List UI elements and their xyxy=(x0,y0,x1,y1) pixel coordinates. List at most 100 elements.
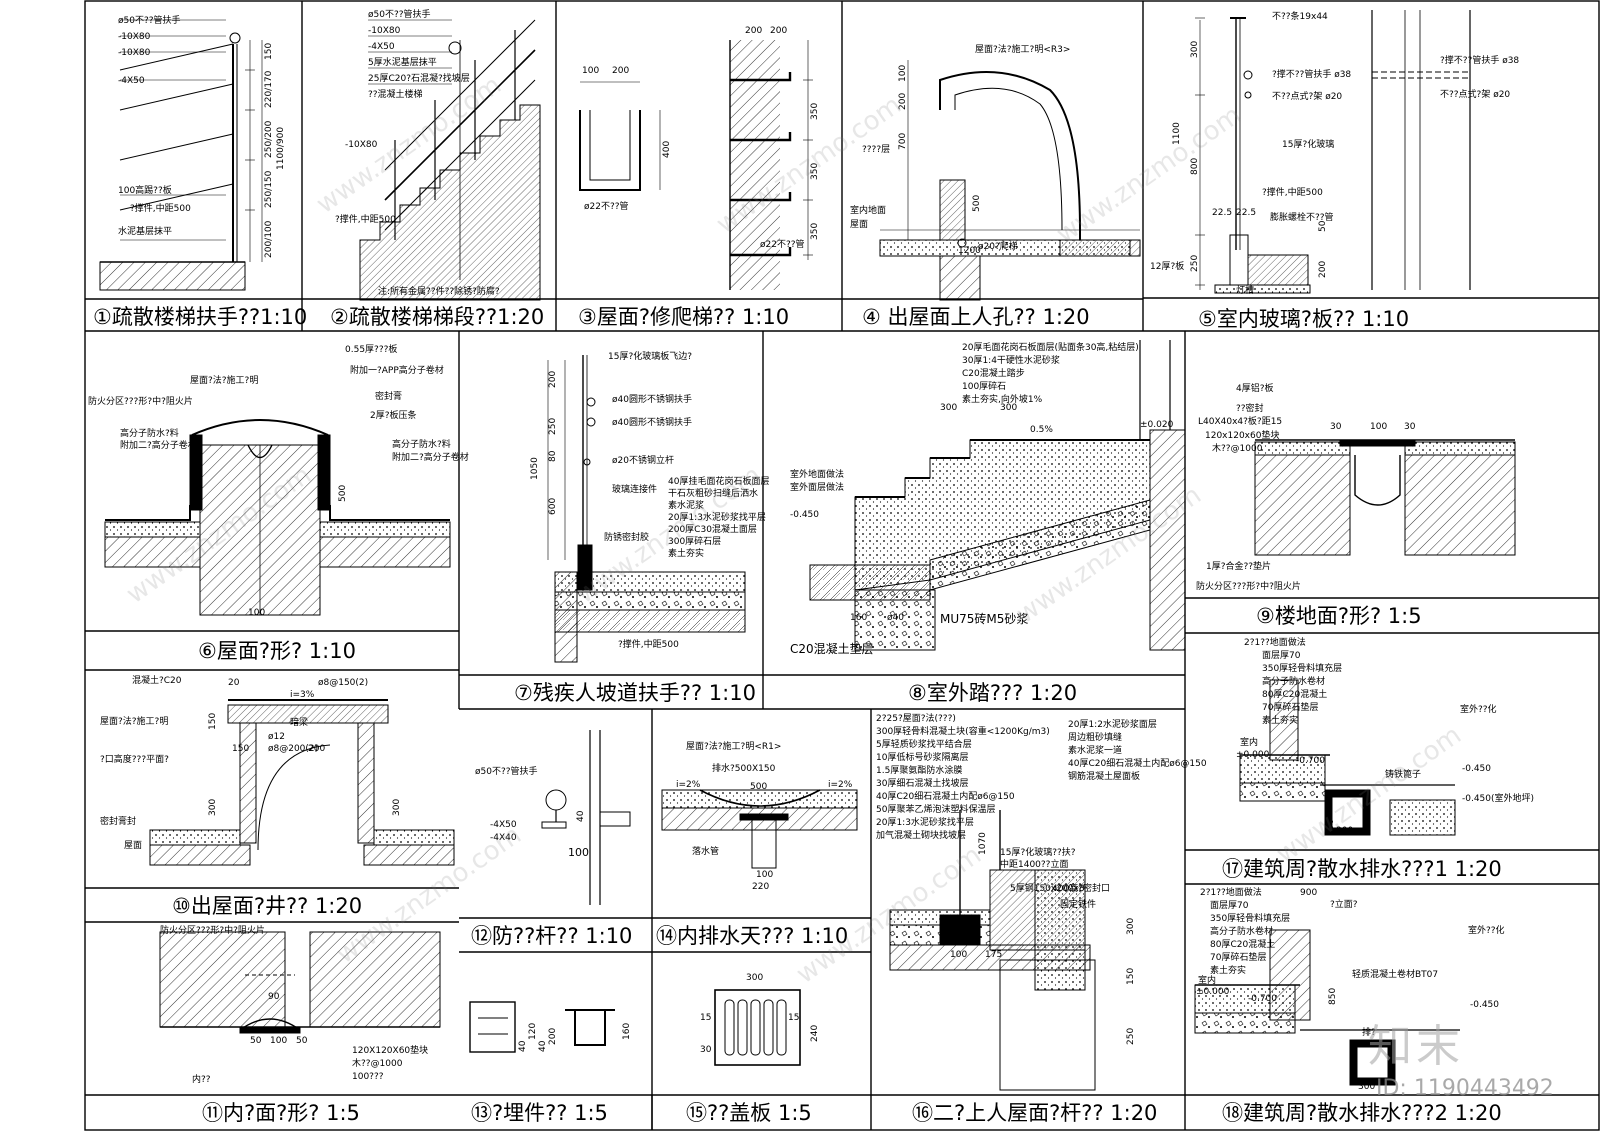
p16-note: 20厚1:3水泥砂浆找平层 xyxy=(876,818,974,828)
p10-note: 屋面?法?施工?明 xyxy=(100,717,169,727)
p16-note: 15厚?化玻璃??扶? xyxy=(1000,848,1076,858)
p7-note: 15厚?化玻璃板飞边? xyxy=(608,352,693,362)
p3-dim: 200 xyxy=(745,26,763,36)
p8-dim: 0.5% xyxy=(1030,425,1053,435)
p9-note: ??密封 xyxy=(1236,404,1264,414)
p9-note: 木??@1000 xyxy=(1212,444,1263,454)
p4-dim: 100 xyxy=(898,64,908,82)
p16-note: 5厚钢150x200x8 xyxy=(1010,884,1085,894)
p17-dim: 300 xyxy=(1326,818,1336,836)
p2-note: ?撑件,中距500 xyxy=(335,215,396,225)
p10-dim: 20 xyxy=(228,678,240,688)
detail-11-wall-expansion-joint xyxy=(159,931,441,1034)
p1-note: 水泥基层抹平 xyxy=(118,227,173,237)
p7-note: ø40圆形不锈钢扶手 xyxy=(612,395,692,405)
p11-dim: 50 xyxy=(250,1036,262,1046)
p18-note: 室外??化 xyxy=(1468,926,1505,936)
detail-7-ramp-handrail xyxy=(547,355,746,663)
p11-dim: 50 xyxy=(296,1036,308,1046)
p17-note: 面层厚70 xyxy=(1262,651,1301,661)
p16-note: 加气混凝土砌块找坡层 xyxy=(876,831,967,841)
p18-dim: 300 xyxy=(1358,1082,1376,1092)
p18-note: ?立面? xyxy=(1330,900,1358,910)
p5-dim: 50 xyxy=(1318,220,1328,232)
caption-detail-15: ⑮??盖板 1:5 xyxy=(686,1101,812,1125)
p9-dim: 100 xyxy=(1370,422,1388,432)
p1-dim: 220/170 xyxy=(264,70,274,108)
p7-note: 干石灰粗砂扫缝后洒水 xyxy=(668,489,759,499)
p18-note: ±0.000 xyxy=(1196,987,1230,997)
caption-detail-17: ⑰建筑周?散水排水???1 1:20 xyxy=(1222,857,1502,881)
p4-note: 屋面?法?施工?明<R3> xyxy=(975,45,1071,55)
p7-note: ø40圆形不锈钢扶手 xyxy=(612,418,692,428)
detail-2-stair-flight xyxy=(359,19,541,301)
p9-dim: 30 xyxy=(1404,422,1416,432)
p2-note: -10X80 xyxy=(345,140,378,150)
p18-note: 70厚碎石垫层 xyxy=(1210,953,1267,963)
p8-note: 30厚1:4干硬性水泥砂浆 xyxy=(962,356,1060,366)
p10-note: 暗梁 xyxy=(290,718,309,728)
p13-dim: 40 xyxy=(518,1040,528,1052)
p18-note: 室内 xyxy=(1198,976,1217,986)
caption-detail-1: ①疏散楼梯扶手??1:10 xyxy=(93,305,308,329)
p13-dim: 40 xyxy=(538,1040,548,1052)
caption-detail-13: ⑬?埋件?? 1:5 xyxy=(471,1101,608,1125)
p7-note: ?撑件,中距500 xyxy=(618,640,679,650)
p7-note: 40厚挂毛面花岗石板面层 xyxy=(668,477,770,487)
p12-note: -4X40 xyxy=(490,833,517,843)
p18-note: 排? xyxy=(1362,1028,1376,1038)
p17-note: 铸铁篦子 xyxy=(1385,770,1422,780)
p8-dim: 160 xyxy=(850,613,868,623)
p10-note: 混凝土?C20 xyxy=(132,676,182,686)
p16-note: 中距1400??立面 xyxy=(1000,860,1069,870)
p7-note: 防锈密封胶 xyxy=(604,533,650,543)
p17-note: ±0.000 xyxy=(1236,750,1270,760)
p6-dim: 500 xyxy=(338,484,348,502)
detail-16-roof-parapet-rail xyxy=(889,810,1096,1091)
p11-note: 木??@1000 xyxy=(352,1059,403,1069)
p6-note: 密封膏 xyxy=(375,392,403,402)
p17-note: 高分子防水卷材 xyxy=(1262,677,1326,687)
p6-note: 高分子防水?料 xyxy=(120,429,179,439)
p14-note: i=2% xyxy=(828,780,853,790)
p2-note: -4X50 xyxy=(368,42,395,52)
p1-note: -10X80 xyxy=(118,32,151,42)
p5-note: 灯槽 xyxy=(1236,286,1255,296)
p16-dim: 150 xyxy=(1126,967,1136,985)
p16-note: 5厚轻质砂浆找平结合层 xyxy=(876,740,972,750)
p5-dim: 22.5 xyxy=(1212,208,1233,218)
p18-note: 2?1??地面做法 xyxy=(1200,888,1262,898)
p16-note: 300厚轻骨料混凝土块(容重<1200Kg/m3) xyxy=(876,727,1050,737)
p11-dim: 100 xyxy=(270,1036,288,1046)
p1-note: 100高踢??板 xyxy=(118,186,172,196)
p14-note: 屋面?法?施工?明<R1> xyxy=(686,742,782,752)
p2-note: ??混凝土楼梯 xyxy=(368,90,423,100)
p5-note: ?撑件,中距500 xyxy=(1262,188,1323,198)
p7-dim: 600 xyxy=(548,497,558,515)
caption-detail-4: ④ 出屋面上人孔?? 1:20 xyxy=(862,305,1090,329)
p18-dim: 850 xyxy=(1328,987,1338,1005)
detail-6-roof-expansion-joint xyxy=(104,419,451,616)
p16-note: 10厚低标号砂浆隔离层 xyxy=(876,753,969,763)
p12-note: ø50不??管扶手 xyxy=(475,767,538,777)
p15-dim: 15 xyxy=(700,1013,712,1023)
p18-note: 高分子防水卷材 xyxy=(1210,927,1274,937)
p14-note: i=2% xyxy=(676,780,701,790)
p17-dim: 300 xyxy=(1336,826,1354,836)
p9-note: L40X40x4?板?距15 xyxy=(1198,417,1283,427)
p8-note: MU75砖M5砂浆 xyxy=(940,612,1029,626)
p7-note: 玻璃连接件 xyxy=(612,485,658,495)
p5-note: ?撑不??管扶手 ø38 xyxy=(1272,70,1352,80)
p5-dim: 250 xyxy=(1190,254,1200,272)
p10-note: 屋面 xyxy=(124,841,143,851)
p6-note: 2厚?板压条 xyxy=(370,411,417,421)
p3-dim: 350 xyxy=(810,162,820,180)
p9-note: 4厚铝?板 xyxy=(1236,384,1274,394)
detail-5-glass-rail xyxy=(1195,10,1471,294)
p16-note: 40厚C20细石混凝土内配ø6@150 xyxy=(1068,759,1207,769)
detail-15-drain-cover xyxy=(714,989,801,1066)
p3-dim: 350 xyxy=(810,102,820,120)
caption-detail-12: ⑫防??杆?? 1:10 xyxy=(471,924,633,948)
p2-note: 注:所有金属??件??除锈?防腐? xyxy=(378,287,500,297)
